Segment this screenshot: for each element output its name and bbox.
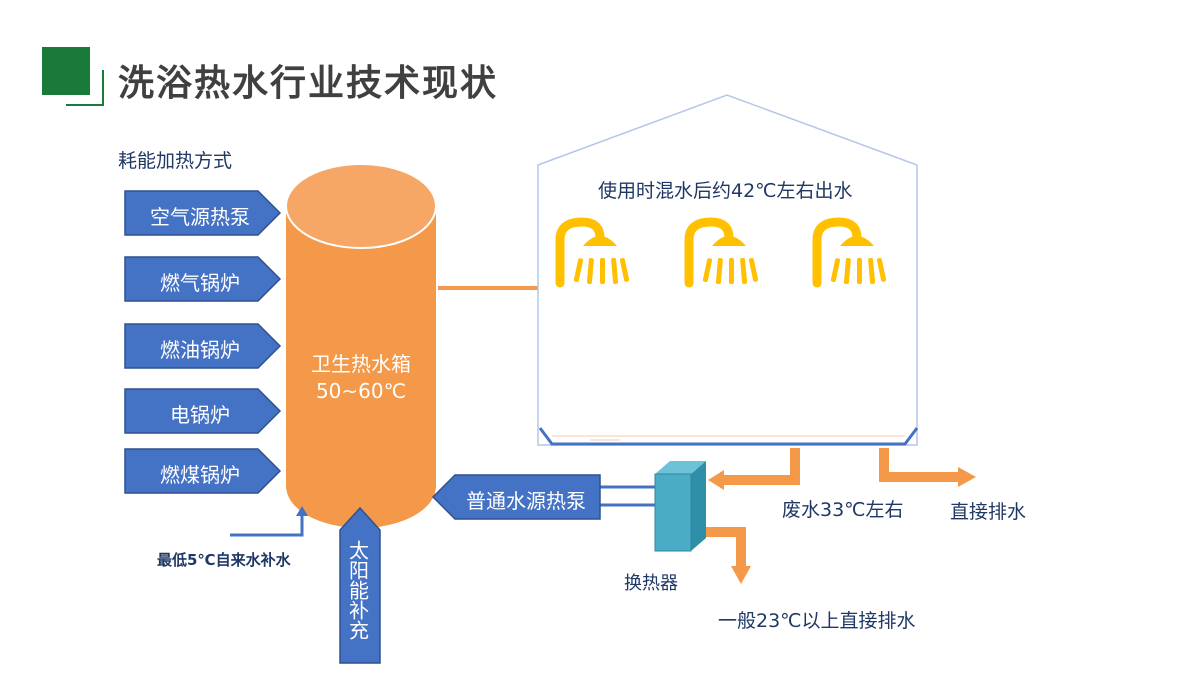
drain-basin — [538, 427, 919, 446]
mix-note: 使用时混水后约42℃左右出水 — [598, 180, 853, 202]
shower-house — [537, 94, 918, 446]
heat-source-arrow-1 — [124, 190, 282, 236]
shower-head-3 — [830, 236, 887, 285]
makeup-water-arrow — [230, 514, 304, 537]
logo-outline — [66, 70, 104, 106]
solar-label: 太阳能补充 — [345, 540, 370, 640]
logo-square — [42, 47, 90, 95]
heat-source-label-4: 电锅炉 — [170, 403, 230, 427]
shower-icon — [684, 217, 734, 288]
shower-head-2 — [702, 236, 759, 285]
exchanger-outlet-arrow — [706, 527, 746, 568]
tank-name: 卫生热水箱 — [311, 352, 411, 376]
heat-source-arrow-4 — [124, 388, 282, 434]
direct-drain-label: 直接排水 — [950, 501, 1027, 523]
solar-arrow — [339, 506, 381, 664]
after-exchange-label: 一般23℃以上直接排水 — [718, 610, 916, 632]
heat-exchanger-box — [654, 461, 706, 552]
makeup-water-label: 最低5℃自来水补水 — [157, 551, 291, 569]
heat-source-label-5: 燃煤锅炉 — [160, 463, 240, 487]
heating-methods-label: 耗能加热方式 — [118, 150, 233, 172]
shower-head-1 — [573, 236, 630, 285]
heat-source-label-2: 燃气锅炉 — [160, 271, 240, 295]
heat-source-arrow-2 — [124, 256, 282, 302]
tank-temp: 50~60℃ — [315, 379, 407, 403]
heat-source-label-1: 空气源热泵 — [150, 205, 250, 229]
heat-source-label-3: 燃油锅炉 — [160, 338, 240, 362]
heat-source-arrow-3 — [124, 323, 282, 369]
shower-icon — [812, 217, 862, 288]
waste-water-label: 废水33℃左右 — [782, 499, 904, 521]
direct-drain-arrow — [879, 448, 960, 482]
shower-icon — [555, 217, 605, 288]
heat-exchanger-label: 换热器 — [624, 573, 678, 594]
heat-source-arrow-5 — [124, 448, 282, 494]
hot-water-tank — [285, 163, 437, 528]
page-title: 洗浴热水行业技术现状 — [118, 63, 499, 104]
water-source-hp-label: 普通水源热泵 — [466, 489, 586, 513]
waste-to-exchanger-arrow — [722, 448, 800, 485]
water-source-hp-arrow — [431, 474, 601, 520]
heat-source-arrows — [124, 190, 282, 494]
